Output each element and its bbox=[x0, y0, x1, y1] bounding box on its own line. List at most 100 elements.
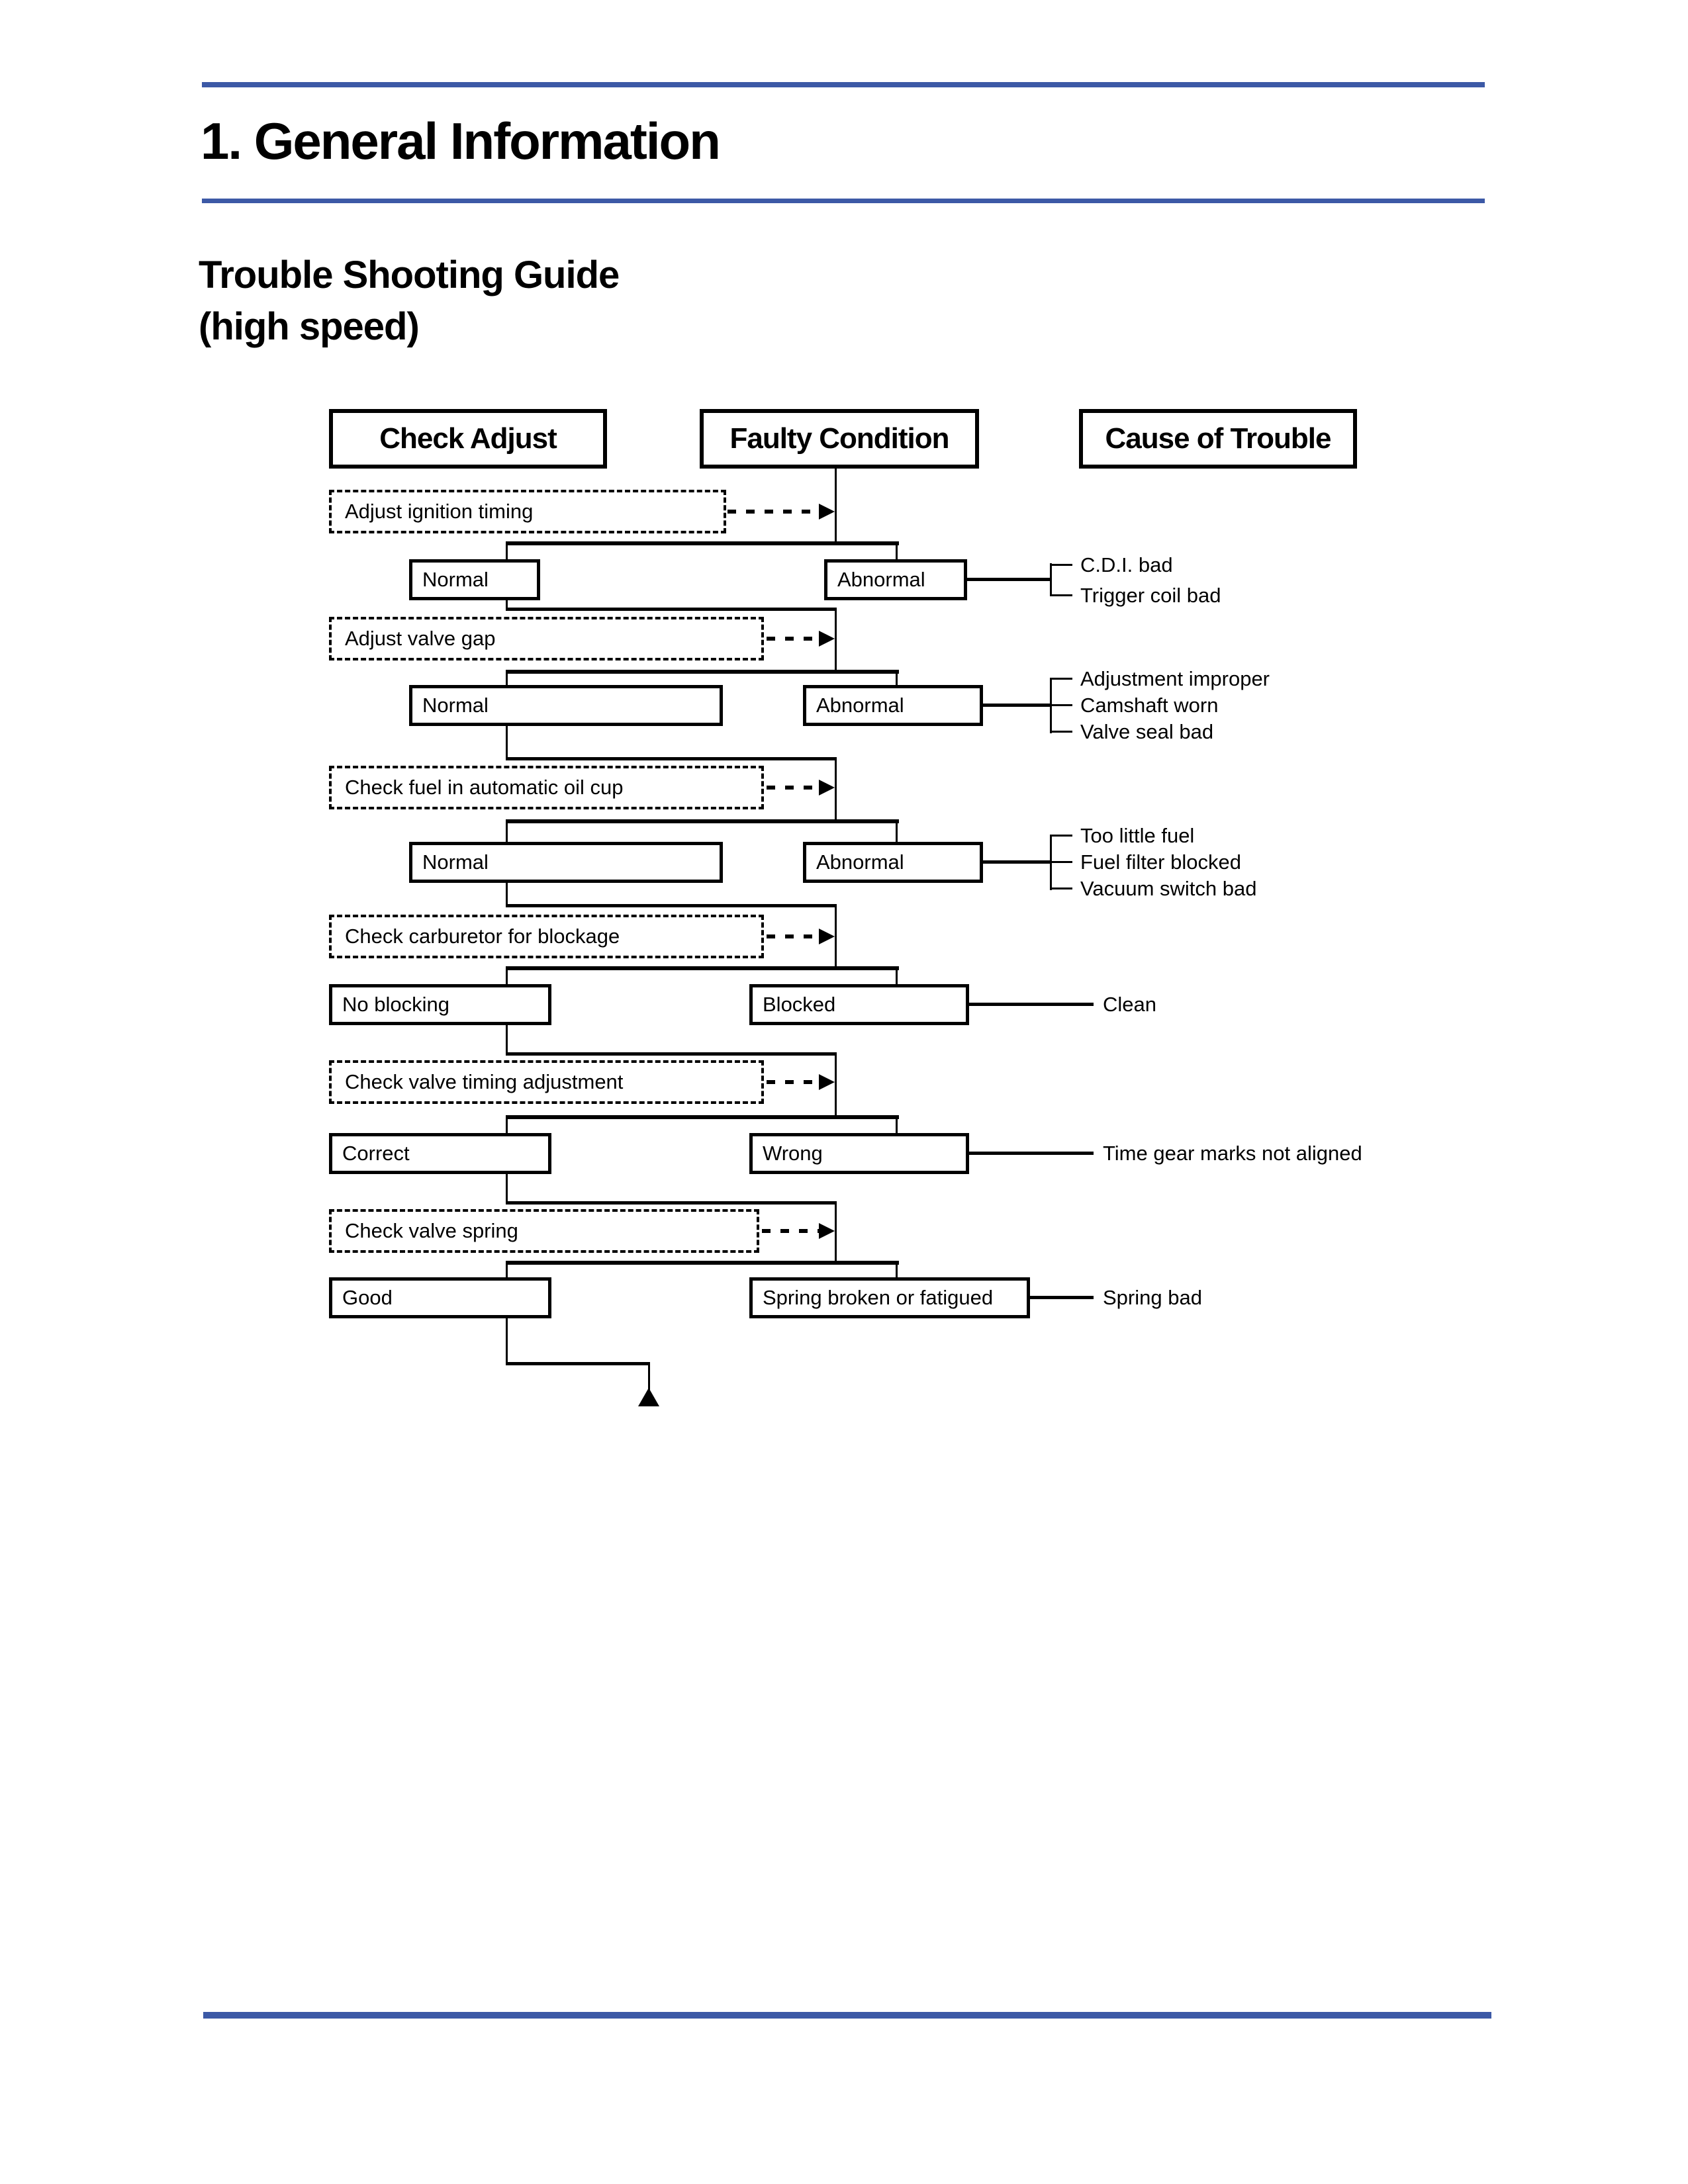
ok-label-1: Normal bbox=[422, 568, 489, 591]
exit-line-v-5 bbox=[506, 1173, 508, 1203]
exit-line-h-5 bbox=[506, 1201, 837, 1205]
exit-line-h-4 bbox=[506, 1052, 837, 1056]
split-bar-5 bbox=[506, 1115, 899, 1119]
check-box-2: Adjust valve gap bbox=[329, 617, 764, 660]
bottom-rule bbox=[203, 2012, 1491, 2019]
dashed-arrow-line-4 bbox=[767, 934, 820, 938]
arrowhead-right-icon-3 bbox=[819, 780, 835, 796]
cause-tick-2a bbox=[1050, 678, 1072, 680]
dashed-arrow-line-3 bbox=[767, 786, 820, 790]
drop-right-3 bbox=[896, 823, 898, 843]
check-label-3: Check fuel in automatic oil cup bbox=[345, 776, 624, 799]
drop-right-4 bbox=[896, 970, 898, 985]
exit-line-v-6 bbox=[506, 1317, 508, 1363]
dashed-arrow-line-2 bbox=[767, 637, 820, 641]
fault-label-2: Abnormal bbox=[816, 694, 904, 717]
arrowhead-right-icon-2 bbox=[819, 631, 835, 647]
ok-box-1: Normal bbox=[409, 559, 540, 600]
fault-label-3: Abnormal bbox=[816, 850, 904, 874]
fault-box-5: Wrong bbox=[749, 1133, 969, 1174]
cause-tick-3b bbox=[1050, 861, 1072, 863]
dashed-arrow-line-1 bbox=[727, 510, 820, 514]
check-box-1: Adjust ignition timing bbox=[329, 490, 726, 533]
check-label-6: Check valve spring bbox=[345, 1219, 518, 1242]
cause-text: Camshaft worn bbox=[1080, 694, 1219, 717]
drop-left-6 bbox=[506, 1265, 508, 1279]
cause-text: Fuel filter blocked bbox=[1080, 850, 1241, 874]
cause-text: Trigger coil bad bbox=[1080, 584, 1221, 607]
page-subtitle-line1: Trouble Shooting Guide bbox=[199, 253, 620, 296]
flow-main-line-4 bbox=[835, 904, 837, 970]
exit-line-v-1 bbox=[506, 599, 508, 609]
split-bar-1 bbox=[506, 541, 899, 545]
drop-left-4 bbox=[506, 970, 508, 985]
drop-left-3 bbox=[506, 823, 508, 843]
cause-connector-1 bbox=[966, 578, 1051, 581]
column-header-faulty-condition: Faulty Condition bbox=[700, 409, 979, 469]
arrowhead-right-icon-6 bbox=[819, 1223, 835, 1239]
fault-label-5: Wrong bbox=[763, 1142, 823, 1165]
exit-line-h-6 bbox=[506, 1362, 650, 1365]
exit-line-h-2 bbox=[506, 757, 837, 760]
split-bar-4 bbox=[506, 966, 899, 970]
cause-tick-3a bbox=[1050, 835, 1072, 837]
exit-line-v-3 bbox=[506, 882, 508, 905]
exit-line-h-3 bbox=[506, 904, 837, 907]
drop-left-1 bbox=[506, 545, 508, 561]
split-bar-2 bbox=[506, 670, 899, 674]
exit-line-v-4 bbox=[506, 1024, 508, 1054]
drop-right-1 bbox=[896, 545, 898, 561]
ok-box-3: Normal bbox=[409, 842, 723, 883]
cause-text: Clean bbox=[1103, 993, 1156, 1016]
page-subtitle-line2: (high speed) bbox=[199, 305, 420, 348]
flow-main-line-5 bbox=[835, 1052, 837, 1119]
split-bar-3 bbox=[506, 819, 899, 823]
section-title: 1. General Information bbox=[201, 112, 721, 170]
check-box-4: Check carburetor for blockage bbox=[329, 915, 764, 958]
top-rule bbox=[202, 82, 1485, 87]
check-box-5: Check valve timing adjustment bbox=[329, 1060, 764, 1104]
drop-right-6 bbox=[896, 1265, 898, 1279]
cause-text: Too little fuel bbox=[1080, 824, 1195, 847]
column-header-cause-of-trouble: Cause of Trouble bbox=[1079, 409, 1357, 469]
cause-connector-4 bbox=[968, 1003, 1094, 1006]
cause-text: C.D.I. bad bbox=[1080, 553, 1173, 576]
flow-main-line-3 bbox=[835, 757, 837, 823]
fault-box-3: Abnormal bbox=[803, 842, 983, 883]
cause-text: Time gear marks not aligned bbox=[1103, 1142, 1362, 1165]
ok-label-5: Correct bbox=[342, 1142, 410, 1165]
cause-text: Vacuum switch bad bbox=[1080, 877, 1257, 900]
continuation-arrow-icon bbox=[638, 1388, 659, 1406]
ok-label-6: Good bbox=[342, 1286, 393, 1309]
exit-line-v-2 bbox=[506, 725, 508, 758]
check-label-2: Adjust valve gap bbox=[345, 627, 496, 650]
ok-box-6: Good bbox=[329, 1277, 551, 1318]
check-box-6: Check valve spring bbox=[329, 1209, 759, 1253]
cause-text: Spring bad bbox=[1103, 1286, 1202, 1309]
dashed-arrow-line-6 bbox=[762, 1229, 820, 1233]
flow-main-line-6 bbox=[835, 1201, 837, 1265]
cause-tick-2c bbox=[1050, 731, 1072, 733]
drop-right-2 bbox=[896, 674, 898, 686]
fault-box-2: Abnormal bbox=[803, 685, 983, 726]
check-box-3: Check fuel in automatic oil cup bbox=[329, 766, 764, 809]
ok-box-5: Correct bbox=[329, 1133, 551, 1174]
cause-connector-6 bbox=[1029, 1296, 1094, 1299]
check-label-4: Check carburetor for blockage bbox=[345, 925, 620, 948]
cause-tick-1a bbox=[1050, 564, 1072, 566]
cause-connector-5 bbox=[968, 1152, 1094, 1155]
fault-label-1: Abnormal bbox=[837, 568, 925, 591]
check-label-1: Adjust ignition timing bbox=[345, 500, 534, 523]
cause-bracket-1 bbox=[1050, 563, 1052, 596]
drop-right-5 bbox=[896, 1119, 898, 1134]
cause-connector-2 bbox=[982, 704, 1051, 707]
fault-label-4: Blocked bbox=[763, 993, 836, 1016]
column-header-check-adjust: Check Adjust bbox=[329, 409, 607, 469]
arrowhead-right-icon-4 bbox=[819, 929, 835, 944]
exit-line-h-1 bbox=[506, 608, 837, 611]
cause-tick-2b bbox=[1050, 704, 1072, 706]
arrowhead-right-icon-1 bbox=[819, 504, 835, 520]
cause-connector-3 bbox=[982, 860, 1051, 864]
ok-box-4: No blocking bbox=[329, 984, 551, 1025]
